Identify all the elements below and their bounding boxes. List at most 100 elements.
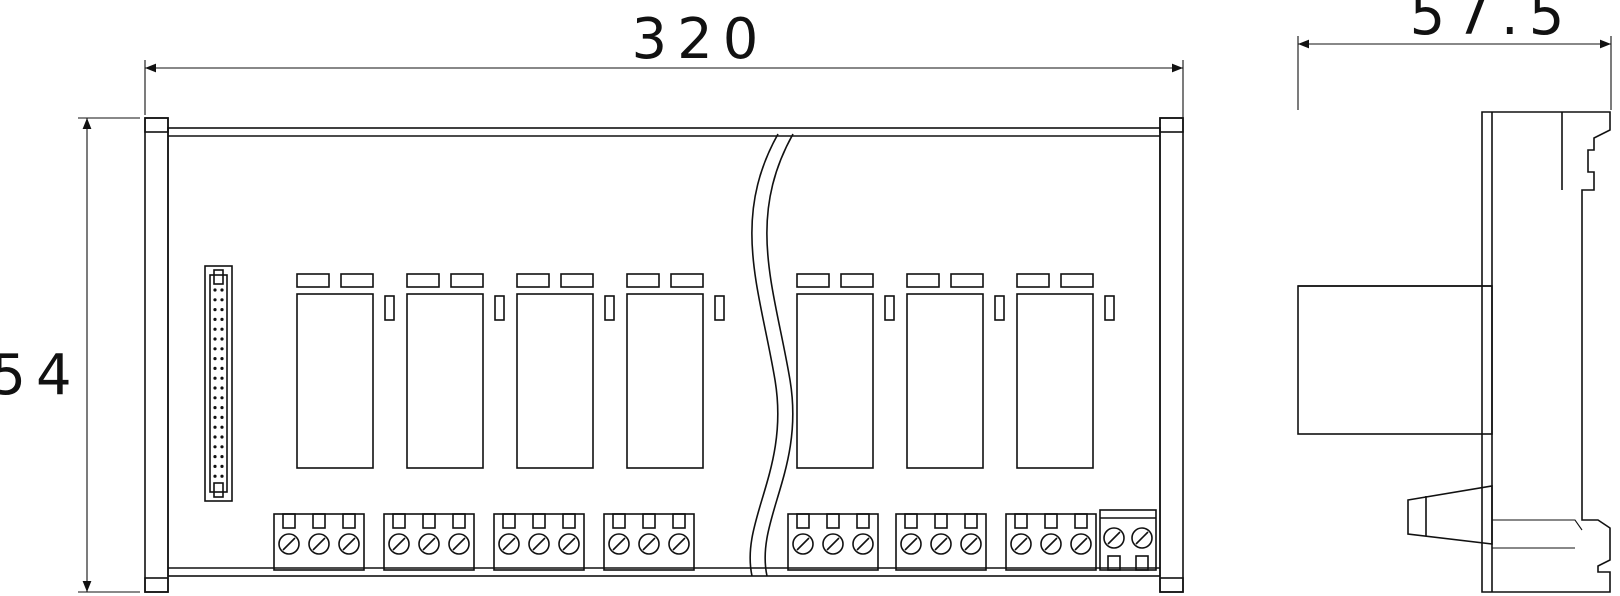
terminal-clamp bbox=[342, 513, 356, 529]
connector-pin bbox=[213, 357, 217, 361]
terminal-screw bbox=[388, 533, 410, 555]
relay-array bbox=[296, 273, 1115, 469]
connector-pin bbox=[220, 435, 224, 439]
relay-body bbox=[406, 293, 484, 469]
connector-pin bbox=[213, 415, 217, 419]
connector-pin bbox=[220, 288, 224, 292]
terminal-clamp bbox=[282, 513, 296, 529]
side-view bbox=[1297, 111, 1611, 593]
connector-pin bbox=[220, 366, 224, 370]
connector-pin bbox=[213, 435, 217, 439]
relay bbox=[796, 273, 895, 469]
terminal-screw bbox=[418, 533, 440, 555]
terminal-clamp bbox=[532, 513, 546, 529]
connector-pin bbox=[213, 347, 217, 351]
depth-dimension: 57.5 bbox=[1297, 0, 1612, 110]
terminal-block-3pole bbox=[603, 513, 695, 571]
terminal-clamp bbox=[964, 513, 978, 529]
connector-pin bbox=[213, 445, 217, 449]
terminal-clamp bbox=[1044, 513, 1058, 529]
terminal-screw bbox=[1040, 533, 1062, 555]
diode bbox=[494, 295, 505, 321]
relay bbox=[296, 273, 395, 469]
led-indicator bbox=[296, 273, 330, 288]
depth-label: 57.5 bbox=[1410, 0, 1575, 48]
connector-pin bbox=[213, 288, 217, 292]
terminal-clamp bbox=[826, 513, 840, 529]
terminal-block-3pole bbox=[1005, 513, 1097, 571]
connector-pin bbox=[213, 317, 217, 321]
diode bbox=[714, 295, 725, 321]
terminal-clamp bbox=[502, 513, 516, 529]
front-view bbox=[144, 117, 1184, 593]
left-end-rail bbox=[144, 117, 169, 593]
terminal-clamp bbox=[904, 513, 918, 529]
led-indicator bbox=[450, 273, 484, 288]
connector-pin bbox=[220, 455, 224, 459]
connector-pin bbox=[220, 308, 224, 312]
led-indicator bbox=[840, 273, 874, 288]
connector-pin bbox=[213, 337, 217, 341]
led-indicator bbox=[406, 273, 440, 288]
connector-pin bbox=[220, 396, 224, 400]
connector-pin bbox=[213, 308, 217, 312]
led-indicator bbox=[950, 273, 984, 288]
connector-pin bbox=[213, 366, 217, 370]
terminal-screw bbox=[960, 533, 982, 555]
led-indicator bbox=[516, 273, 550, 288]
diode bbox=[884, 295, 895, 321]
led-indicator bbox=[626, 273, 660, 288]
connector-pin bbox=[220, 357, 224, 361]
relay-body bbox=[516, 293, 594, 469]
terminal-block-3pole bbox=[383, 513, 475, 571]
terminal-clamp bbox=[312, 513, 326, 529]
terminal-screw bbox=[792, 533, 814, 555]
connector-pin bbox=[220, 376, 224, 380]
break-line-left bbox=[749, 133, 779, 577]
connector-pin bbox=[220, 464, 224, 468]
terminal-screw bbox=[822, 533, 844, 555]
connector-pin bbox=[220, 415, 224, 419]
relay bbox=[406, 273, 505, 469]
relay bbox=[516, 273, 615, 469]
led-indicator bbox=[906, 273, 940, 288]
width-dimension: 320 bbox=[144, 7, 1184, 118]
terminal-clamp bbox=[1135, 555, 1149, 571]
led-indicator bbox=[1060, 273, 1094, 288]
led-indicator bbox=[670, 273, 704, 288]
terminal-clamp bbox=[796, 513, 810, 529]
terminal-clamp bbox=[672, 513, 686, 529]
connector-pin bbox=[220, 386, 224, 390]
terminal-screw bbox=[930, 533, 952, 555]
width-label: 320 bbox=[632, 7, 769, 72]
relay-body bbox=[296, 293, 374, 469]
relay bbox=[1016, 273, 1115, 469]
led-indicator bbox=[1016, 273, 1050, 288]
relay bbox=[626, 273, 725, 469]
diode bbox=[1104, 295, 1115, 321]
side-terminal bbox=[1407, 485, 1493, 545]
terminal-screw bbox=[558, 533, 580, 555]
relay bbox=[906, 273, 1005, 469]
terminal-screw bbox=[638, 533, 660, 555]
connector-pin bbox=[213, 425, 217, 429]
terminal-screw bbox=[668, 533, 690, 555]
terminal-clamp bbox=[642, 513, 656, 529]
connector-pin bbox=[220, 317, 224, 321]
height-dimension: 54 bbox=[0, 117, 140, 593]
relay-body bbox=[906, 293, 984, 469]
terminal-clamp bbox=[452, 513, 466, 529]
connector-pin bbox=[213, 327, 217, 331]
terminal-clamp bbox=[934, 513, 948, 529]
height-label: 54 bbox=[0, 343, 82, 408]
terminal-screw bbox=[900, 533, 922, 555]
connector-pin bbox=[220, 347, 224, 351]
terminal-clamp bbox=[1107, 555, 1121, 571]
terminal-screw bbox=[338, 533, 360, 555]
terminal-screw bbox=[852, 533, 874, 555]
terminal-clamp bbox=[392, 513, 406, 529]
terminal-block-3pole bbox=[493, 513, 585, 571]
connector-pin bbox=[220, 337, 224, 341]
terminal-screw bbox=[1010, 533, 1032, 555]
